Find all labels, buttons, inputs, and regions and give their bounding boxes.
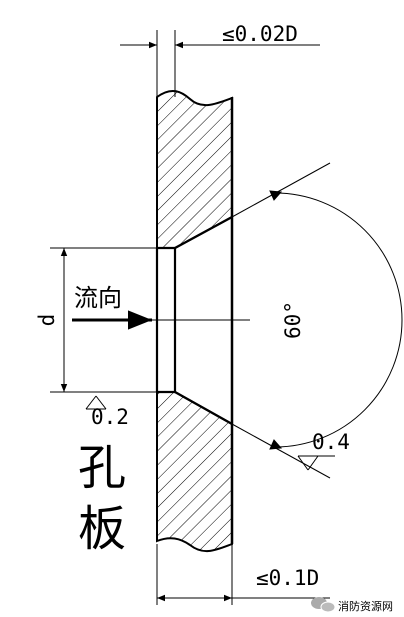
bottom-dimension-label: ≤0.1D: [256, 566, 319, 590]
wechat-icon: [311, 597, 336, 613]
plate-section-lower: [156, 391, 233, 553]
roughness-symbol-bore: [85, 395, 107, 410]
plate-section-upper: [156, 89, 233, 249]
roughness-cone-value: 0.4: [312, 430, 350, 454]
roughness-bore-value: 0.2: [91, 405, 129, 429]
roughness-symbol-cone: [297, 455, 335, 471]
watermark-text: 消防资源网: [338, 599, 393, 613]
flow-direction-label: 流向: [74, 284, 122, 312]
top-dimension-label: ≤0.02D: [222, 22, 298, 46]
bore-dimension-label: d: [35, 314, 59, 327]
cone-angle-label: 60°: [281, 301, 305, 339]
watermark: 消防资源网: [311, 597, 393, 613]
cone-angle-dimension: [231, 162, 403, 479]
drawing-title: 孔 板: [78, 440, 141, 557]
bottom-dimension: [156, 544, 330, 605]
top-dimension: [120, 30, 320, 97]
bore-dimension: [50, 247, 157, 393]
